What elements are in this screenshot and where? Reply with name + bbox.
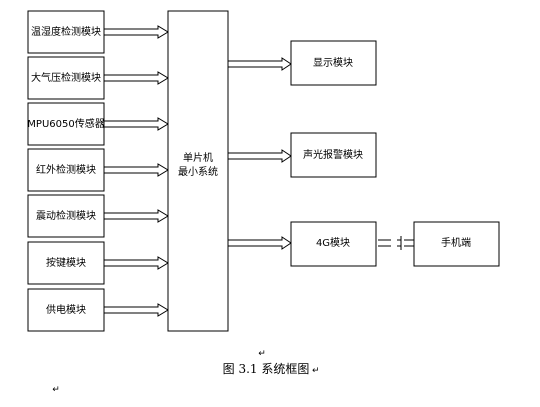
phone-terminal: 手机端 [413,221,500,267]
input-module-pressure: 大气压检测模块 [27,56,105,100]
input-module-label: 震动检测模块 [36,209,96,222]
input-module-power: 供电模块 [27,288,105,332]
output-module-4g: 4G模块 [290,221,377,267]
wireless-link [378,236,414,250]
arrow-right-icon [103,303,169,317]
paragraph-mark: ↵ [52,385,60,395]
phone-label: 手机端 [441,236,471,249]
mcu-label-line1: 单片机 [183,151,213,164]
input-module-label: 供电模块 [46,303,86,316]
paragraph-mark: ↵ [312,366,320,376]
mcu-block: 单片机 最小系统 [167,10,229,332]
arrow-right-icon [103,71,169,85]
paragraph-mark: ↵ [258,349,266,359]
input-module-label: 按键模块 [46,256,86,269]
input-module-buttons: 按键模块 [27,241,105,285]
input-module-infrared: 红外检测模块 [27,148,105,192]
input-module-vibration: 震动检测模块 [27,194,105,238]
input-module-temp-humidity: 温湿度检测模块 [27,10,105,54]
input-module-label: 大气压检测模块 [31,71,101,84]
input-module-label: 温湿度检测模块 [31,25,101,38]
input-module-label: MPU6050传感器 [27,117,104,130]
output-module-display: 显示模块 [290,40,377,86]
input-arrows [103,25,169,317]
arrow-right-icon [103,117,169,131]
output-module-label: 声光报警模块 [303,148,363,161]
arrow-right-icon [227,57,292,71]
mcu-label-line2: 最小系统 [178,165,218,178]
output-arrows [227,57,292,250]
output-module-label: 4G模块 [316,237,350,249]
arrow-right-icon [227,149,292,163]
arrow-right-icon [103,25,169,39]
input-module-label: 红外检测模块 [36,163,96,176]
arrow-right-icon [103,209,169,223]
figure-caption: 图 3.1 系统框图 [223,362,310,376]
output-module-label: 显示模块 [313,57,353,69]
output-module-alarm: 声光报警模块 [290,132,377,178]
arrow-right-icon [103,163,169,177]
arrow-right-icon [227,236,292,250]
arrow-right-icon [103,256,169,270]
input-module-mpu6050: MPU6050传感器 [27,102,105,146]
